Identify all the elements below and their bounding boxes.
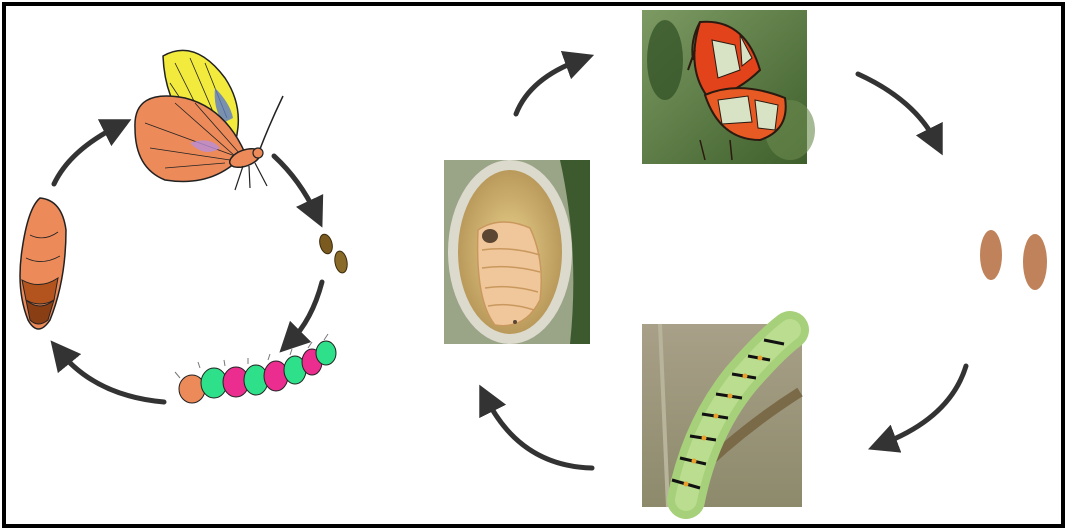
arrow-eggs-to-caterpillar <box>290 282 322 342</box>
eggs-illustration <box>980 230 1047 290</box>
right-cycle <box>444 10 1047 507</box>
adult-butterfly-drawing <box>135 50 283 190</box>
arrow-caterpillar-to-pupa <box>60 352 164 402</box>
caterpillar-photo <box>642 324 802 507</box>
arrow-butterfly-to-eggs <box>274 156 316 214</box>
caterpillar-drawing <box>175 334 336 403</box>
pupa-drawing <box>20 198 66 329</box>
arrow-butterfly-to-eggs <box>858 74 936 142</box>
arrow-cocoon-to-butterfly <box>516 60 580 114</box>
butterfly-photo <box>642 10 815 164</box>
cocoon-photo <box>444 160 590 344</box>
arrow-caterpillar-to-cocoon <box>486 398 592 468</box>
arrow-eggs-to-caterpillar <box>882 366 966 444</box>
eggs-drawing <box>318 233 349 274</box>
left-cycle <box>20 50 349 403</box>
arrow-pupa-to-butterfly <box>54 126 118 184</box>
